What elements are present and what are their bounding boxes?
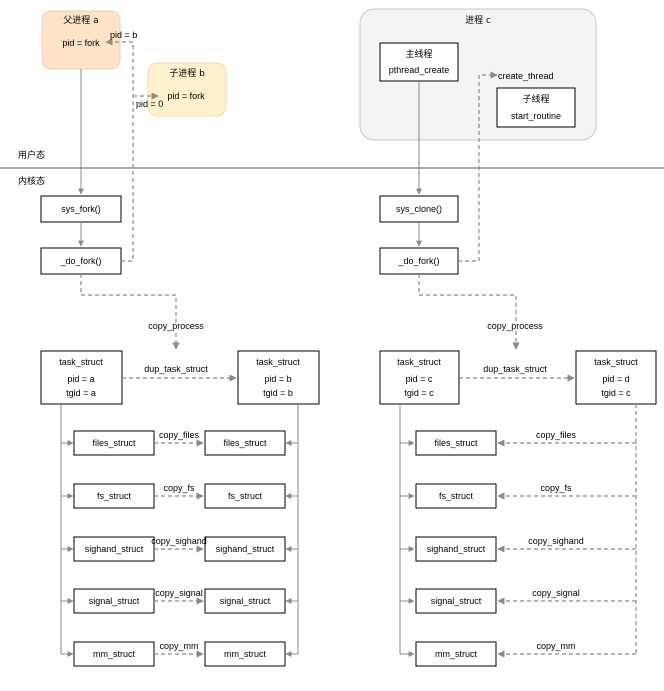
kernel-space-label: 内核态 bbox=[18, 175, 45, 187]
left-a-sighand-struct-box bbox=[73, 536, 155, 562]
child-process-title: 子进程 b bbox=[169, 68, 205, 79]
process-c-title: 进程 c bbox=[465, 15, 491, 26]
label-pid-b: pid = b bbox=[110, 30, 137, 40]
edge-copy-process-left bbox=[80, 274, 180, 350]
left-a-mm-struct-box bbox=[73, 641, 155, 667]
left-b-signal-struct-box bbox=[204, 588, 286, 614]
user-space-label: 用户态 bbox=[18, 149, 45, 161]
left-a-files-struct-box bbox=[73, 430, 155, 456]
label-copy-signal-right: copy_signal bbox=[532, 588, 580, 598]
left-b-mm-struct-box bbox=[204, 641, 286, 667]
left-b-files-struct-label: files_struct bbox=[223, 438, 267, 448]
left-a-fs-struct-label: fs_struct bbox=[97, 491, 132, 501]
edge-do-fork-return-to-parent bbox=[105, 38, 134, 262]
right-c-files-struct-box bbox=[415, 430, 497, 456]
left-b-sighand-struct-label: sighand_struct bbox=[216, 544, 275, 554]
right-c-sighand-struct-label: sighand_struct bbox=[427, 544, 486, 554]
sys-fork-box bbox=[40, 195, 122, 223]
task-a-tgid: tgid = a bbox=[66, 388, 96, 398]
right-c-mm-struct-box bbox=[415, 641, 497, 667]
label-copy-signal-left: copy_signal bbox=[155, 588, 203, 598]
right-c-sighand-struct-box bbox=[415, 536, 497, 562]
main-thread-title: 主线程 bbox=[405, 48, 432, 60]
task-b-title: task_struct bbox=[256, 357, 300, 367]
task-struct-d: task_struct pid = d tgid = c bbox=[575, 350, 657, 405]
left-b-mm-struct-label: mm_struct bbox=[224, 649, 267, 659]
child-thread-code: start_routine bbox=[511, 111, 561, 121]
right-c-files-struct-label: files_struct bbox=[434, 438, 478, 448]
child-thread-box bbox=[496, 87, 576, 128]
right-c-signal-struct-box bbox=[415, 588, 497, 614]
right-c-fs-struct-box bbox=[415, 483, 497, 509]
label-copy-files-right: copy_files bbox=[536, 430, 577, 440]
child-process-code: pid = fork bbox=[167, 91, 205, 101]
right-c-mm-struct-label: mm_struct bbox=[435, 649, 478, 659]
right-c-signal-struct-label: signal_struct bbox=[431, 596, 482, 606]
label-dup-task-struct-left: dup_task_struct bbox=[144, 364, 208, 374]
parent-process-title: 父进程 a bbox=[63, 15, 98, 26]
left-b-sighand-struct-box bbox=[204, 536, 286, 562]
label-copy-sighand-right: copy_sighand bbox=[528, 536, 584, 546]
edge-copy-process-right bbox=[418, 274, 520, 350]
left-b-fs-struct-box bbox=[204, 483, 286, 509]
left-b-signal-struct-label: signal_struct bbox=[220, 596, 271, 606]
task-d-pid: pid = d bbox=[602, 374, 629, 384]
child-thread-title: 子线程 bbox=[522, 93, 549, 105]
label-copy-process-right: copy_process bbox=[487, 321, 543, 331]
label-dup-task-struct-right: dup_task_struct bbox=[483, 364, 547, 374]
label-copy-mm-right: copy_mm bbox=[536, 641, 575, 651]
edge-create-thread bbox=[458, 71, 498, 262]
sys-clone-label: sys_clone() bbox=[396, 204, 442, 214]
label-copy-mm-left: copy_mm bbox=[159, 641, 198, 651]
left-a-signal-struct-label: signal_struct bbox=[89, 596, 140, 606]
task-d-tgid: tgid = c bbox=[601, 388, 631, 398]
label-create-thread: create_thread bbox=[498, 71, 554, 81]
right-c-fs-struct-label: fs_struct bbox=[439, 491, 474, 501]
left-b-files-struct-box bbox=[204, 430, 286, 456]
task-c-title: task_struct bbox=[397, 357, 441, 367]
task-struct-a: task_struct pid = a tgid = a bbox=[40, 350, 123, 405]
task-a-title: task_struct bbox=[59, 357, 103, 367]
parent-process-code: pid = fork bbox=[62, 38, 100, 48]
label-pid-0: pid = 0 bbox=[136, 99, 163, 109]
left-b-fs-struct-label: fs_struct bbox=[228, 491, 263, 501]
main-thread-box bbox=[379, 42, 459, 82]
do-fork-left-label: _do_fork() bbox=[59, 256, 101, 266]
left-a-sighand-struct-label: sighand_struct bbox=[85, 544, 144, 554]
sys-fork-label: sys_fork() bbox=[61, 204, 101, 214]
label-copy-process-left: copy_process bbox=[148, 321, 204, 331]
label-copy-fs-right: copy_fs bbox=[540, 483, 572, 493]
task-a-pid: pid = a bbox=[67, 374, 94, 384]
left-a-fs-struct-box bbox=[73, 483, 155, 509]
left-a-files-struct-label: files_struct bbox=[92, 438, 136, 448]
task-b-tgid: tgid = b bbox=[263, 388, 293, 398]
do-fork-left-box bbox=[40, 247, 122, 275]
sub-struct-rows: files_struct files_struct copy_files files_… bbox=[60, 404, 637, 667]
child-process-box bbox=[147, 62, 227, 117]
main-thread-code: pthread_create bbox=[389, 65, 450, 75]
task-struct-b: task_struct pid = b tgid = b bbox=[237, 350, 320, 405]
label-copy-files-left: copy_files bbox=[159, 430, 200, 440]
task-b-pid: pid = b bbox=[264, 374, 291, 384]
do-fork-right-label: _do_fork() bbox=[397, 256, 439, 266]
task-c-pid: pid = c bbox=[406, 374, 433, 384]
task-c-tgid: tgid = c bbox=[404, 388, 434, 398]
task-d-title: task_struct bbox=[594, 357, 638, 367]
task-struct-c: task_struct pid = c tgid = c bbox=[379, 350, 460, 405]
left-a-mm-struct-label: mm_struct bbox=[93, 649, 136, 659]
label-copy-sighand-left: copy_sighand bbox=[151, 536, 207, 546]
do-fork-right-box bbox=[379, 247, 459, 275]
label-copy-fs-left: copy_fs bbox=[163, 483, 195, 493]
